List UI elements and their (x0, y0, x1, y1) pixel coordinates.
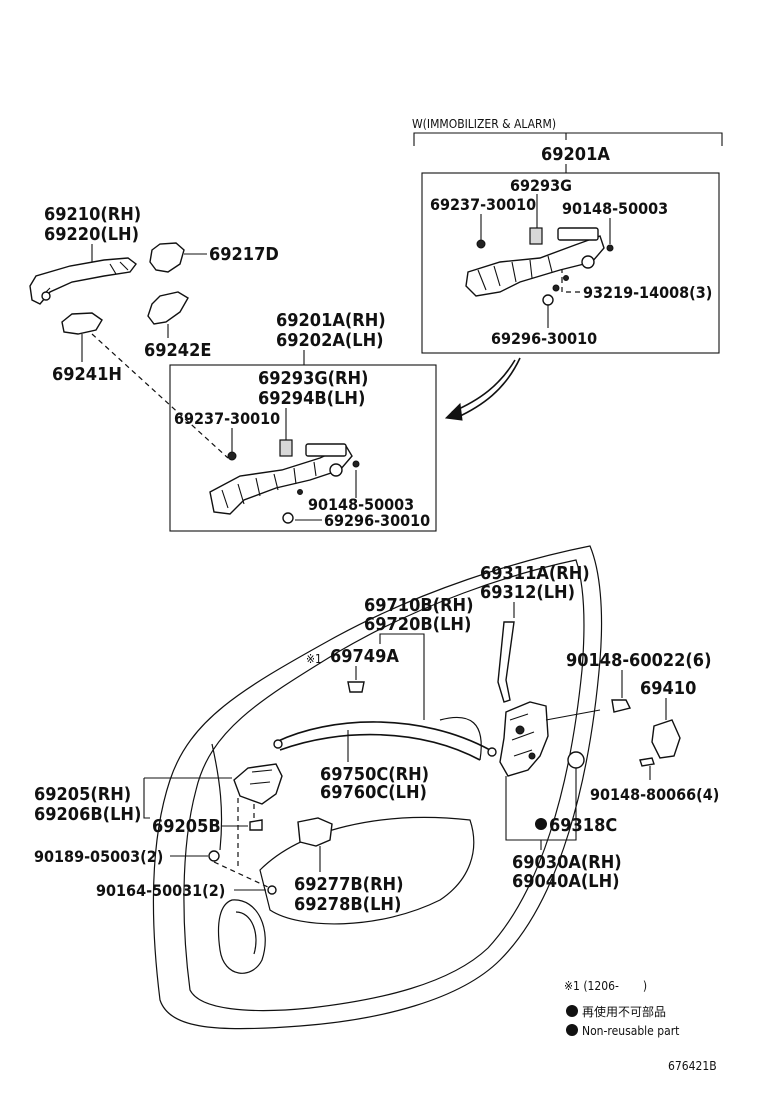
label-69217D: 69217D (209, 244, 279, 265)
legend-bullet-1-text: 再使用不可部品 (582, 1004, 666, 1019)
label-69210: 69210(RH) (44, 204, 141, 225)
inside-handle-group: 69205(RH) 69206B(LH) 69205B 90189-05003(… (34, 763, 404, 915)
cover-69277B (297, 817, 333, 847)
label-90148-80066: 90148-80066(4) (590, 785, 719, 804)
nonreusable-mark (535, 818, 547, 830)
label-69237-30010-b: 69237-30010 (174, 409, 280, 428)
label-69220: 69220(LH) (44, 224, 139, 245)
label-69202A-lh: 69202A(LH) (276, 330, 384, 351)
label-69205: 69205(RH) (34, 784, 131, 805)
label-69242E: 69242E (144, 340, 211, 361)
label-69760C: 69760C(LH) (320, 782, 427, 803)
label-69030A: 69030A(RH) (512, 852, 622, 873)
legend-note: ※1 (1206- ) (564, 979, 647, 993)
label-69293G: 69293G (510, 176, 572, 195)
label-69318C: 69318C (549, 815, 617, 836)
label-69720B: 69720B(LH) (364, 614, 471, 635)
grommet (567, 751, 585, 769)
cable-69710B (275, 721, 491, 751)
screw-90164 (267, 885, 277, 895)
label-69710B: 69710B(RH) (364, 595, 474, 616)
striker-69410 (651, 719, 681, 759)
label-69040A: 69040A(LH) (512, 871, 620, 892)
legend: ※1 (1206- ) 再使用不可部品 Non-reusable part (564, 979, 679, 1038)
lock-assembly-group: 69311A(RH) 69312(LH) 69710B(RH) 69720B(L… (273, 563, 719, 892)
dash-guide (91, 333, 229, 459)
label-69311A: 69311A(RH) (480, 563, 590, 584)
label-69750C: 69750C(RH) (320, 764, 429, 785)
door-handle-frame-immobilizer (465, 227, 614, 306)
screw-90148-60022 (611, 699, 632, 713)
label-90148-60022: 90148-60022(6) (566, 650, 711, 671)
label-90148-50003-b: 90148-50003 (308, 495, 414, 514)
clip-69749A (347, 681, 365, 693)
label-69206B: 69206B(LH) (34, 804, 141, 825)
cap-69217D (149, 242, 185, 273)
screw-90189 (208, 850, 220, 862)
outside-handle-group: 69210(RH) 69220(LH) 69217D 69242E 69241H (29, 204, 279, 459)
label-69410: 69410 (640, 678, 696, 699)
pad-69242E (147, 291, 189, 325)
diagram-id: 676421B (668, 1059, 717, 1073)
door-handle-frame (209, 439, 360, 524)
inside-handle (233, 763, 283, 805)
arrow (451, 359, 516, 413)
label-90189: 90189-05003(2) (34, 847, 163, 866)
label-69293G-rh: 69293G(RH) (258, 368, 368, 389)
immobilizer-box (421, 172, 720, 354)
frame-box-group: 69201A(RH) 69202A(LH) 69293G(RH) 69294B(… (169, 310, 437, 532)
outside-handle (29, 257, 137, 305)
frame-box (169, 364, 437, 532)
door-outline (152, 545, 603, 1030)
pad-69241H (61, 312, 103, 335)
immobilizer-group: W(IMMOBILIZER & ALARM) 69201A 69293G 692… (412, 117, 723, 354)
label-69278B: 69278B(LH) (294, 894, 401, 915)
label-69312: 69312(LH) (480, 582, 575, 603)
label-90164: 90164-50031(2) (96, 881, 225, 900)
label-69296-30010-b: 69296-30010 (324, 511, 430, 530)
label-93219-14008: 93219-14008(3) (583, 283, 712, 302)
label-69294B-lh: 69294B(LH) (258, 388, 365, 409)
label-69201A-rh: 69201A(RH) (276, 310, 386, 331)
legend-bullet-2 (566, 1024, 578, 1036)
label-69296-30010-a: 69296-30010 (491, 329, 597, 348)
screw-90148-80066 (639, 757, 655, 767)
legend-bullet-1 (566, 1005, 578, 1017)
label-69749A: 69749A (330, 646, 399, 667)
label-69205B: 69205B (152, 816, 221, 837)
immobilizer-bracket (413, 132, 723, 146)
label-69201A: 69201A (541, 144, 610, 165)
label-90148-50003-a: 90148-50003 (562, 199, 668, 218)
legend-bullet-2-text: Non-reusable part (582, 1024, 679, 1038)
ref-mark: ※1 (306, 652, 322, 666)
label-69237-30010-a: 69237-30010 (430, 195, 536, 214)
door-lock-assembly (499, 701, 601, 777)
immobilizer-note: W(IMMOBILIZER & ALARM) (412, 117, 556, 131)
label-69277B: 69277B(RH) (294, 874, 404, 895)
label-69241H: 69241H (52, 364, 122, 385)
lock-rod (497, 621, 515, 703)
clip-69205B (249, 819, 263, 831)
